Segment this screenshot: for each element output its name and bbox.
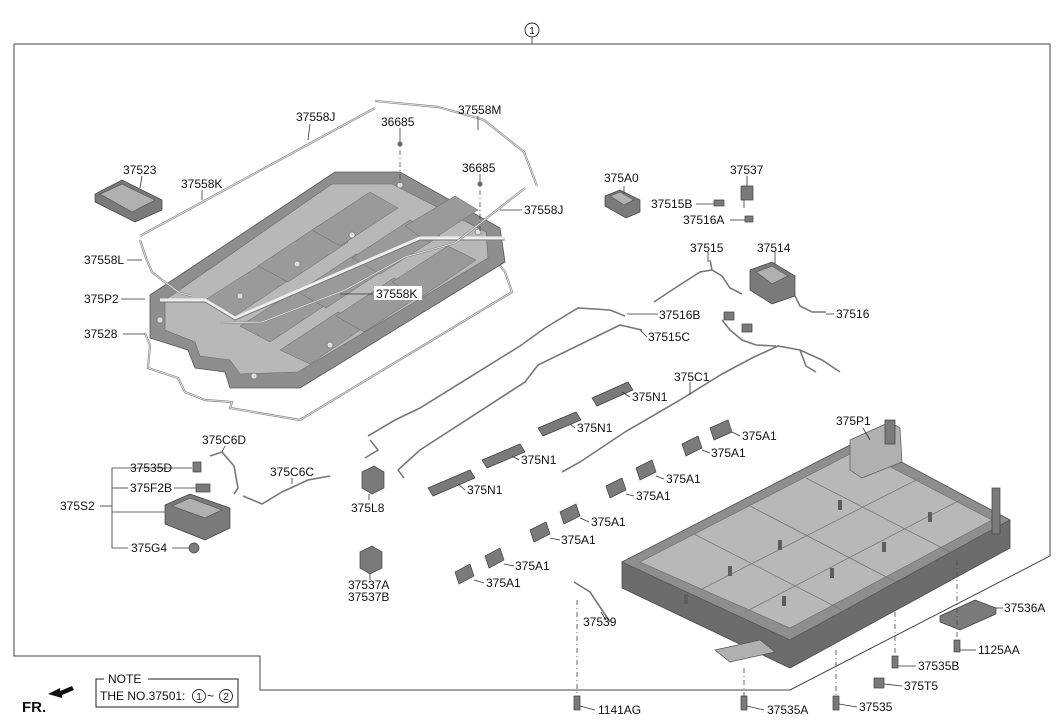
label-37535: 37535 [859, 700, 893, 714]
label-37558M: 37558M [458, 103, 501, 117]
label-375A1-h: 375A1 [486, 576, 521, 590]
label-37558J-top: 37558J [296, 110, 335, 124]
label-37535A: 37535A [767, 703, 808, 717]
label-37515C: 37515C [648, 330, 690, 344]
label-37539: 37539 [583, 615, 617, 629]
note-range-sep: ~ [207, 689, 214, 703]
label-375N1-b: 375N1 [577, 421, 613, 435]
label-375P1: 375P1 [836, 414, 871, 428]
label-375F2B: 375F2B [130, 481, 172, 495]
label-375A1-a: 375A1 [742, 429, 777, 443]
front-label: FR. [22, 699, 46, 716]
label-37528: 37528 [84, 327, 118, 341]
label-37535D: 37535D [130, 461, 172, 475]
label-37558J-right: 37558J [524, 203, 563, 217]
label-37514: 37514 [757, 241, 791, 255]
leader-lines [100, 116, 1003, 711]
label-375L8: 375L8 [351, 501, 385, 515]
harness-group [164, 185, 841, 623]
label-375P2: 375P2 [84, 292, 119, 306]
label-375C6D: 375C6D [202, 433, 246, 447]
note-box: NOTE THE NO.37501: 1 ~ 2 [95, 672, 239, 708]
label-37515B: 37515B [651, 197, 692, 211]
label-375A1-d: 375A1 [636, 489, 671, 503]
label-37523: 37523 [123, 163, 157, 177]
label-375C6C: 375C6C [270, 465, 314, 479]
label-375N1-d: 375N1 [467, 483, 503, 497]
label-375A1-c: 375A1 [666, 472, 701, 486]
assembly-ref-number: 1 [529, 26, 535, 37]
label-375T5: 375T5 [904, 679, 938, 693]
front-arrow-icon [48, 686, 74, 698]
label-36685-b: 36685 [462, 161, 496, 175]
note-range-to: 2 [223, 692, 229, 703]
note-title: NOTE [108, 672, 141, 686]
assembly-frame: 1 [13, 22, 1051, 691]
label-37537B: 37537B [348, 590, 389, 604]
label-37558K-left: 37558K [181, 177, 222, 191]
part-labels: 37558J 37558M 36685 36685 37523 37558K 3… [60, 103, 1045, 717]
label-37536A: 37536A [1004, 601, 1045, 615]
lower-tray-group [573, 419, 1011, 711]
label-1125AA: 1125AA [978, 643, 1020, 657]
label-375N1-c: 375N1 [521, 453, 557, 467]
label-37558K-mid: 37558K [376, 287, 417, 301]
note-range-from: 1 [196, 692, 202, 703]
label-375A1-b: 375A1 [711, 446, 746, 460]
label-375A1-f: 375A1 [561, 533, 596, 547]
label-375N1-a: 375N1 [632, 390, 668, 404]
label-37537A: 37537A [348, 578, 389, 592]
front-indicator: FR. [22, 686, 74, 716]
label-375A0: 375A0 [604, 171, 639, 185]
label-37515: 37515 [690, 241, 724, 255]
label-37558L: 37558L [84, 253, 124, 267]
label-37516: 37516 [836, 307, 870, 321]
label-375A1-g: 375A1 [515, 559, 550, 573]
label-375G4: 375G4 [131, 541, 167, 555]
label-37537: 37537 [730, 163, 764, 177]
label-375S2: 375S2 [60, 499, 95, 513]
upper-cover-group [94, 99, 539, 422]
label-375A1-e: 375A1 [591, 515, 626, 529]
label-37516A: 37516A [683, 213, 724, 227]
label-37516B: 37516B [659, 308, 700, 322]
label-36685-a: 36685 [381, 115, 415, 129]
label-375C1: 375C1 [674, 370, 710, 384]
label-37535B: 37535B [918, 659, 959, 673]
label-1141AG: 1141AG [598, 703, 641, 717]
note-prefix: THE NO.37501: [100, 689, 185, 703]
